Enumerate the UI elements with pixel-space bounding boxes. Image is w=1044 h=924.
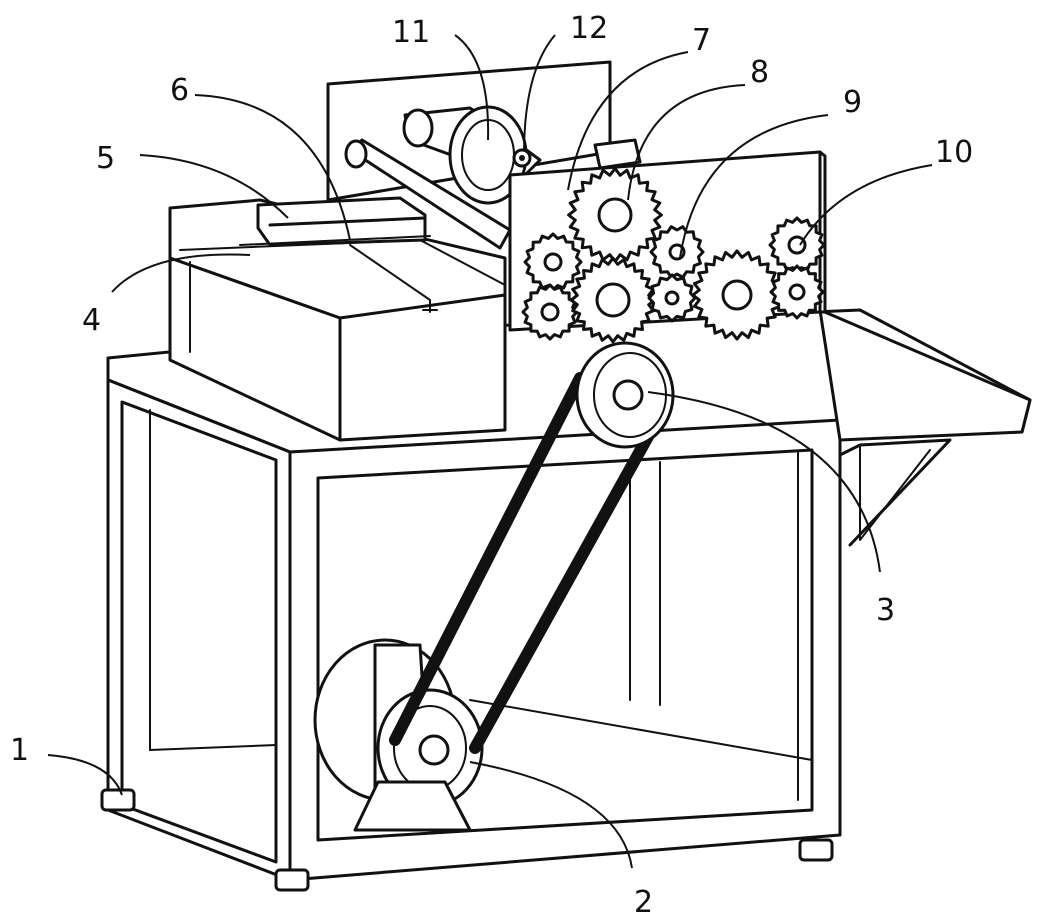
gear-hub-9 bbox=[788, 283, 806, 301]
label-8: 8 bbox=[750, 55, 769, 90]
gear-hub-2 bbox=[543, 252, 563, 272]
label-5: 5 bbox=[96, 141, 115, 176]
back-plate bbox=[326, 60, 642, 250]
motor-drive bbox=[313, 341, 675, 832]
gear-hub-6 bbox=[664, 290, 680, 306]
label-11: 11 bbox=[392, 15, 430, 50]
gear-hub-3 bbox=[540, 302, 560, 322]
label-1: 1 bbox=[10, 733, 29, 768]
label-7: 7 bbox=[692, 23, 711, 58]
gear-train bbox=[521, 167, 826, 344]
label-9: 9 bbox=[843, 85, 862, 120]
label-4: 4 bbox=[82, 303, 101, 338]
label-6: 6 bbox=[170, 73, 189, 108]
label-10: 10 bbox=[935, 135, 973, 170]
gear-hub-7 bbox=[721, 279, 753, 311]
pressing-plate bbox=[239, 196, 431, 247]
gear-hub-4 bbox=[595, 282, 631, 318]
label-3: 3 bbox=[876, 593, 895, 628]
gear-hub-1 bbox=[597, 197, 633, 233]
leader-lines bbox=[47, 34, 933, 869]
gear-hub-8 bbox=[787, 235, 807, 255]
feed-housing bbox=[168, 198, 507, 442]
part-labels: 1 2 3 4 5 6 7 8 9 10 11 12 bbox=[10, 11, 973, 920]
label-2: 2 bbox=[634, 885, 653, 920]
label-12: 12 bbox=[570, 11, 608, 46]
